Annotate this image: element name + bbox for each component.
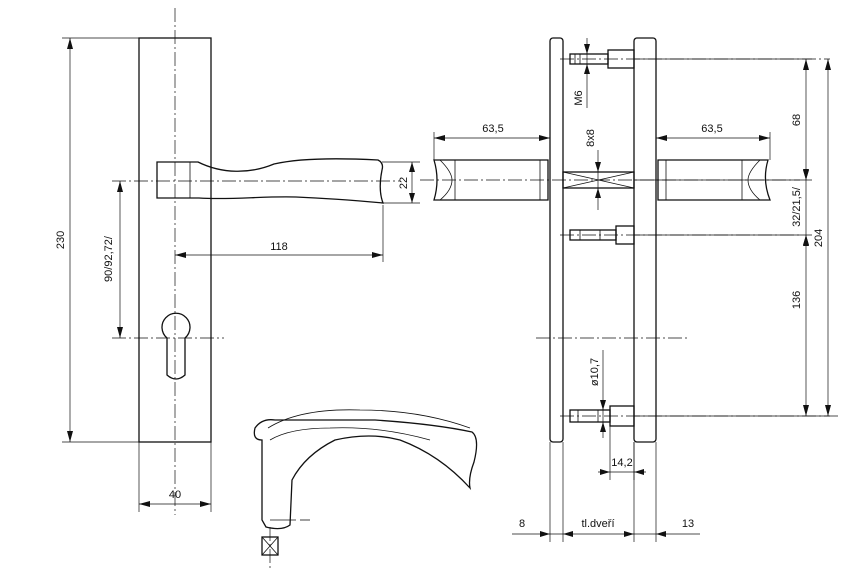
dim-lever-projection-right: 63,5 <box>701 123 722 135</box>
lever-iso-highlight <box>267 409 471 429</box>
plate-inside <box>549 37 564 443</box>
lever-handle <box>156 158 384 204</box>
dim-screw-spacing-upper: 68 <box>791 114 803 126</box>
cylinder-hole <box>161 312 191 380</box>
dim-plate-width: 40 <box>169 489 181 501</box>
dim-plate-thickness-left: 8 <box>519 518 525 530</box>
dim-screw-thread: M6 <box>573 90 585 105</box>
lever-iso-body <box>253 419 478 530</box>
dim-sleeve-length: 14,2 <box>611 457 632 469</box>
lever-left-end <box>433 159 549 201</box>
dim-lever-thickness: 22 <box>398 177 410 189</box>
lever-right-end <box>657 159 771 201</box>
dim-door-thickness: tl.dveří <box>581 518 614 530</box>
dim-plate-height: 230 <box>55 231 67 249</box>
plate-outside <box>633 37 657 443</box>
side-view: 63,5 63,5 8x8 M6 ø10,7 14,2 <box>420 37 838 542</box>
dim-spindle-offset: 32/21,5/ <box>791 186 803 227</box>
dim-screw-spacing-lower: 136 <box>791 291 803 309</box>
lever-iso-edge <box>269 427 431 441</box>
dim-lever-length: 118 <box>270 241 288 253</box>
dim-screw-spacing-total: 204 <box>813 229 825 247</box>
lever-perspective-view <box>253 409 478 570</box>
front-view: 230 90/92,72/ 118 22 40 <box>55 8 420 515</box>
dim-plate-thickness-right: 13 <box>682 518 694 530</box>
dim-lever-projection-left: 63,5 <box>482 123 503 135</box>
dim-spindle-to-cylinder: 90/92,72/ <box>103 235 115 282</box>
dim-spindle-square: 8x8 <box>585 129 597 147</box>
dim-bore-diameter: ø10,7 <box>589 358 601 386</box>
